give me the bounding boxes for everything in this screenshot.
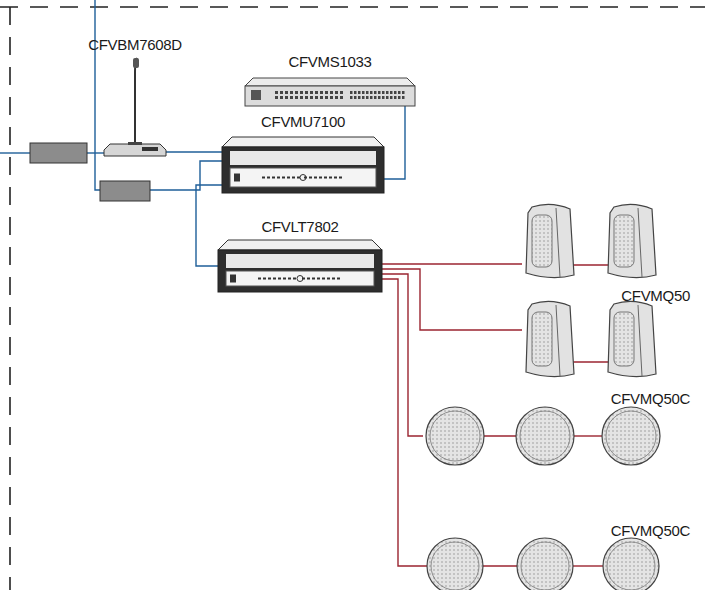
speaker-pair: CFVMQ50C [522,300,662,380]
microphone-base: CFVBM7608D [104,58,166,158]
ceiling-speaker-row: CFVMQ50C [423,405,663,467]
speaker-pair: CFVMQ50 [522,203,662,281]
amplifier-unit: CFVLT7802 [218,240,382,292]
cable-connector [384,106,405,179]
device-label: CFVMU7100 [261,113,345,131]
device-illustration [522,300,662,380]
rack-unit: CFVMU7100 [222,137,384,193]
device-label: CFVMQ50 [621,287,690,305]
cable-connector [382,269,522,330]
device-illustration [104,58,166,158]
cable-connector [382,263,522,264]
device-label: CFVMQ50C [611,522,690,540]
device-label: CFVLT7802 [261,218,338,236]
device-illustration [218,240,382,292]
device-illustration [222,137,384,193]
device-label: CFVMS1033 [288,53,371,71]
device-illustration [423,405,663,467]
device-illustration [522,203,662,281]
cable-connector [166,151,222,152]
rack-unit: CFVMS1033 [245,78,415,106]
device-label: CFVMQ50C [611,390,690,408]
cable-connector [382,274,423,436]
device-label: CFVBM7608D [88,36,182,54]
ceiling-speaker-row [382,279,659,590]
dashed-boundary [0,7,705,590]
device-illustration [245,78,415,106]
external-wires [0,0,222,190]
